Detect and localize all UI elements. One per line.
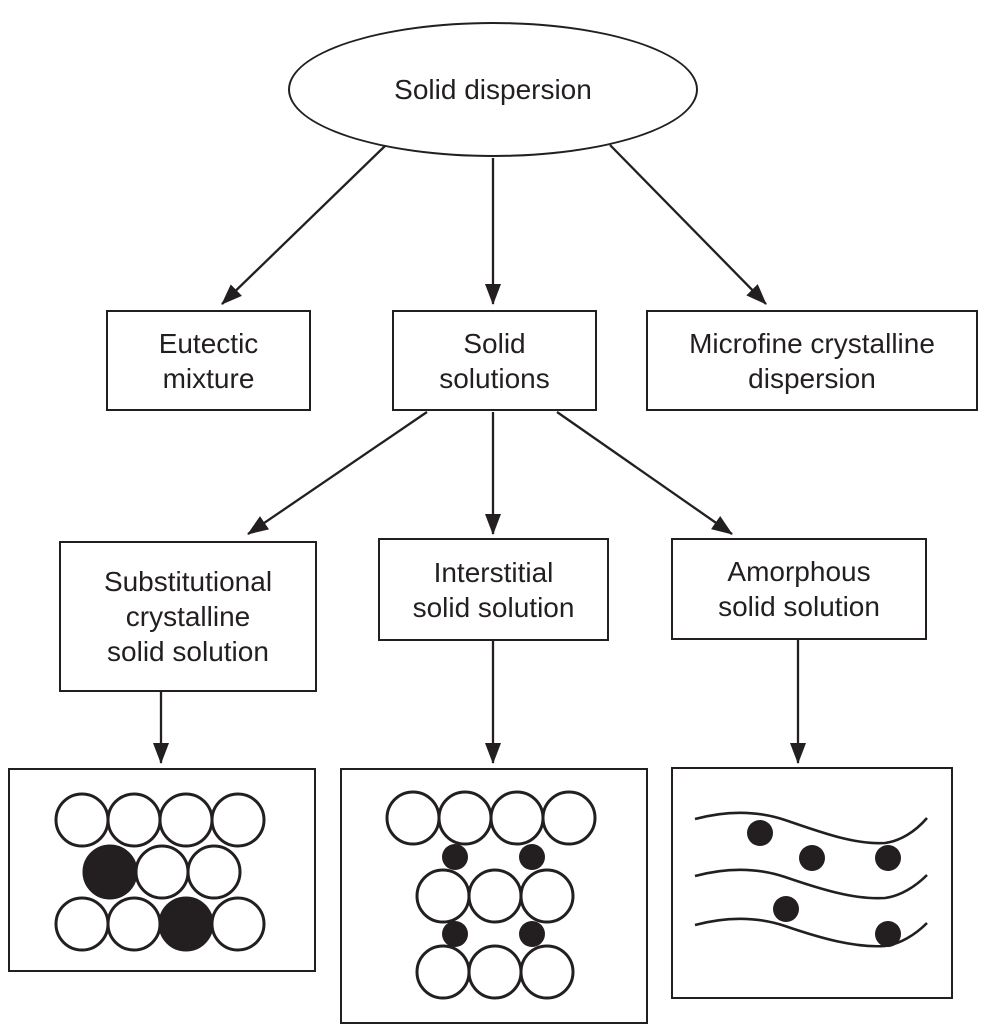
substitutional-lattice-graphic bbox=[54, 792, 266, 952]
node-eutectic-mixture: Eutectic mixture bbox=[106, 310, 311, 411]
lattice-atom-circle bbox=[186, 844, 242, 900]
node-interstitial-label: Interstitial solid solution bbox=[412, 556, 575, 623]
carrier-chain-line bbox=[694, 917, 928, 948]
node-amorphous-solid-solution: Amorphous solid solution bbox=[671, 538, 927, 640]
interstitial-solute-atom-circle bbox=[442, 844, 468, 870]
interstitial-lattice-graphic bbox=[385, 790, 597, 1000]
lattice-atom-circle bbox=[541, 790, 597, 846]
node-eutectic-mixture-label: Eutectic mixture bbox=[158, 327, 259, 394]
lattice-atom-circle bbox=[519, 944, 575, 1000]
node-solid-dispersion-label: Solid dispersion bbox=[394, 74, 592, 105]
arrow-root-to-eutectic bbox=[221, 145, 386, 305]
arrow-solid-solutions-to-amorphous bbox=[556, 411, 733, 535]
node-amorphous-label: Amorphous solid solution bbox=[718, 556, 880, 622]
figure-amorphous-structure-box bbox=[671, 767, 953, 999]
level3-arrows bbox=[153, 640, 806, 764]
node-solid-solutions-label: Solid solutions bbox=[439, 327, 550, 394]
node-microfine-crystalline-dispersion-label: Microfine crystalline dispersion bbox=[689, 327, 935, 394]
carrier-chain-line bbox=[694, 811, 928, 845]
dispersed-solute-atom-circle bbox=[799, 845, 825, 871]
arrow-root-to-microfine bbox=[609, 144, 767, 305]
interstitial-solute-atom-circle bbox=[519, 844, 545, 870]
node-solid-solutions: Solid solutions bbox=[392, 310, 597, 411]
node-substitutional-label: Substitutional crystalline solid solutio… bbox=[103, 566, 273, 667]
interstitial-solute-atom-circle bbox=[442, 921, 468, 947]
level2-arrows bbox=[247, 411, 733, 535]
dispersed-solute-atom-circle bbox=[875, 845, 901, 871]
lattice-atom-circle bbox=[519, 868, 575, 924]
node-solid-dispersion: Solid dispersion bbox=[288, 22, 698, 157]
lattice-atom-circle bbox=[210, 792, 266, 848]
dispersed-solute-atom-circle bbox=[773, 896, 799, 922]
dispersed-solute-atom-circle bbox=[875, 921, 901, 947]
node-interstitial-solid-solution: Interstitial solid solution bbox=[378, 538, 609, 641]
arrow-solid-solutions-to-substitutional bbox=[247, 411, 428, 535]
lattice-atom-circle bbox=[210, 896, 266, 952]
level1-arrows bbox=[221, 144, 767, 305]
figure-substitutional-lattice-box bbox=[8, 768, 316, 972]
interstitial-solute-atom-circle bbox=[519, 921, 545, 947]
node-microfine-crystalline-dispersion: Microfine crystalline dispersion bbox=[646, 310, 978, 411]
dispersed-solute-atom-circle bbox=[747, 820, 773, 846]
amorphous-structure-graphic bbox=[694, 811, 928, 948]
node-substitutional-crystalline-solid-solution: Substitutional crystalline solid solutio… bbox=[59, 541, 317, 692]
figure-interstitial-lattice-box bbox=[340, 768, 648, 1024]
carrier-chain-line bbox=[694, 868, 928, 900]
